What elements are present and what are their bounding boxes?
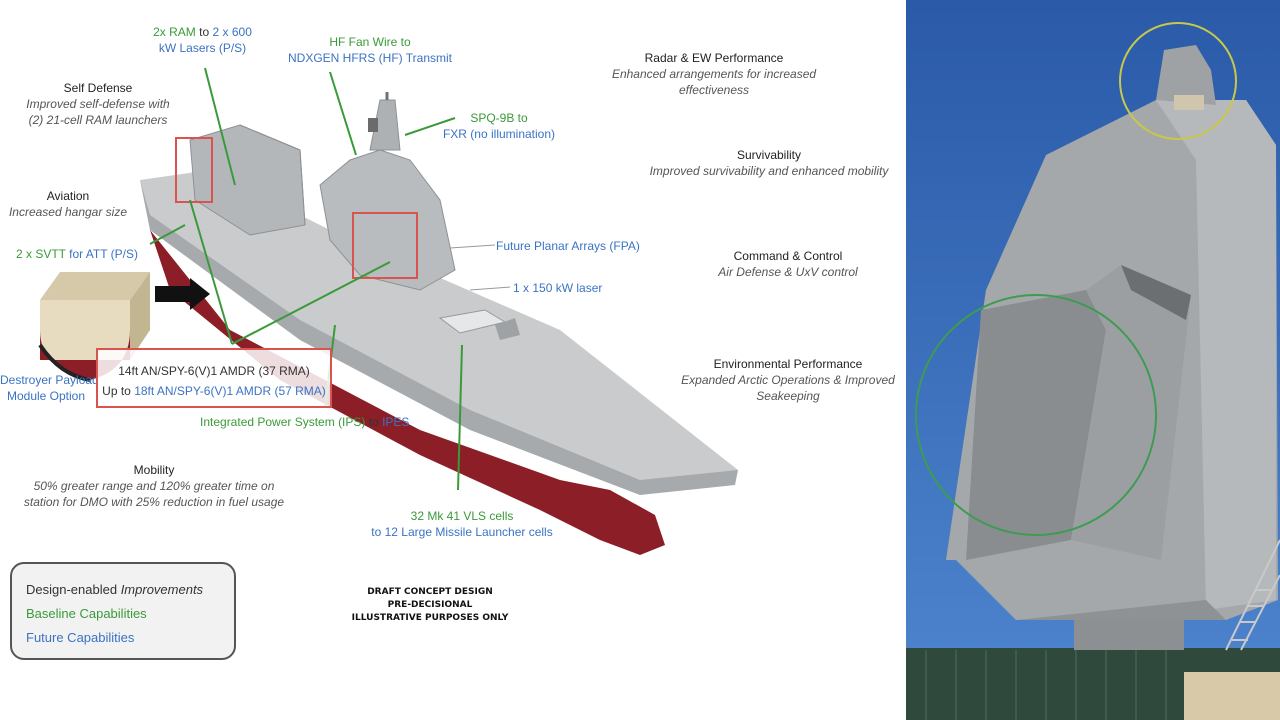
environmental-label: Environmental Performance Expanded Arcti… (681, 357, 895, 403)
laser-150-label: 1 x 150 kW laser (513, 281, 603, 295)
legend-future: Future Capabilities (26, 630, 135, 645)
amdr-label-box: 14ft AN/SPY-6(V)1 AMDR (37 RMA) Up to 18… (96, 348, 332, 408)
draft-disclaimer: DRAFT CONCEPT DESIGN PRE-DECISIONAL ILLU… (351, 587, 509, 623)
amdr-line2: Up to 18ft AN/SPY-6(V)1 AMDR (57 RMA) (102, 384, 326, 398)
mobility-label: Mobility 50% greater range and 120% grea… (23, 463, 285, 509)
amdr-highlight-box (352, 212, 418, 279)
antenna-highlight-circle (1119, 22, 1237, 140)
payload-module-label: Destroyer Payload Module Option (0, 373, 99, 403)
ram-lasers-label: 2x RAM to 2 x 600 kW Lasers (P/S) (153, 25, 252, 55)
ips-label: Integrated Power System (IPS) to IPES (200, 415, 410, 429)
ship-hull-below-waterline (150, 230, 665, 555)
gun-mount (495, 318, 520, 340)
leader-lines (149, 67, 463, 491)
legend: Design-enabled Improvements Baseline Cap… (10, 562, 236, 660)
stairs (1225, 539, 1280, 651)
self-defense-label: Self Defense Improved self-defense with … (26, 81, 170, 127)
legend-baseline: Baseline Capabilities (26, 606, 147, 621)
svtt-label: 2 x SVTT for ATT (P/S) (15, 247, 139, 261)
radar-array-face (966, 290, 1106, 560)
ram-highlight-box (175, 137, 213, 203)
radar-ew-label: Radar & EW Performance Enhanced arrangem… (611, 51, 817, 97)
ship-mast (369, 99, 401, 151)
array-highlight-circle (915, 294, 1157, 536)
legend-design-enabled: Design-enabled Improvements (26, 582, 204, 597)
radar-pedestal (1074, 620, 1184, 650)
survivability-label: Survivability Improved survivability and… (649, 148, 889, 178)
radar-photo (906, 0, 1280, 720)
vls-label: 32 Mk 41 VLS cells to 12 Large Missile L… (371, 509, 553, 539)
command-control-label: Command & Control Air Defense & UxV cont… (718, 249, 858, 279)
spq-label: SPQ-9B to FXR (no illumination) (442, 111, 556, 141)
hf-fan-label: HF Fan Wire to NDXGEN HFRS (HF) Transmit (287, 35, 452, 65)
amdr-line1: 14ft AN/SPY-6(V)1 AMDR (37 RMA) (118, 364, 310, 378)
aviation-label: Aviation Increased hangar size (8, 189, 128, 219)
planar-arrays-label: Future Planar Arrays (FPA) (496, 239, 640, 253)
arrow-right-icon (155, 278, 210, 310)
ship-deck (140, 170, 738, 480)
radar-top-antenna (1156, 45, 1216, 105)
